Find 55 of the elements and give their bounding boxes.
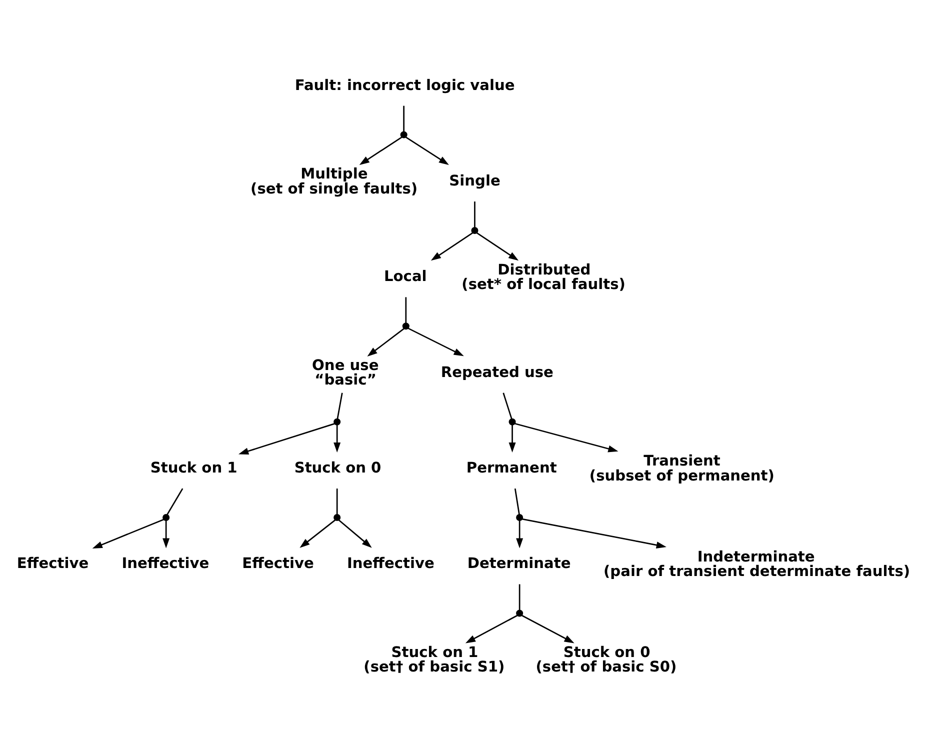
arrow (238, 422, 335, 454)
node-text: Local (384, 268, 427, 285)
node-circle (516, 514, 524, 521)
arrow (514, 422, 618, 452)
arrow (367, 328, 404, 356)
node-text: Permanent (466, 459, 557, 476)
arrow (359, 136, 402, 164)
node-text: Stuck on 1 (150, 459, 238, 476)
node-text: Effective (242, 554, 314, 572)
arrow (406, 136, 449, 164)
node-circle (471, 226, 478, 234)
arrow (300, 519, 336, 548)
connector (514, 488, 520, 514)
node-text: Transient (subset of permanent) (589, 452, 774, 484)
arrow (162, 520, 170, 548)
node-text: Multiple (set of single faults) (250, 165, 418, 197)
arrow (334, 424, 341, 452)
node-text: Effective (16, 554, 89, 572)
connector (518, 584, 520, 610)
connector (336, 488, 338, 514)
node-text: Fault: incorrect logic value (294, 76, 515, 94)
node-text: Repeated use (440, 363, 554, 380)
connector (336, 392, 343, 418)
arrow (521, 614, 574, 643)
node-circle (334, 418, 341, 425)
connector (474, 201, 476, 227)
connector (403, 105, 404, 132)
arrow (338, 519, 372, 548)
node-text: Ineffective (122, 554, 210, 572)
node-text: Single (449, 172, 500, 189)
arrow (508, 424, 516, 452)
node-text: Stuck on 0 (set† of basic S0) (536, 644, 677, 676)
arrow (430, 232, 474, 260)
node-text: Indeterminate (pair of transient determinate faults) (604, 548, 910, 580)
connector (405, 296, 407, 323)
arrow (408, 327, 464, 356)
arrow (476, 232, 519, 260)
arrow (92, 518, 164, 548)
node-circle (334, 514, 341, 521)
node-circle (516, 609, 524, 616)
node-circle (162, 514, 170, 521)
arrow (516, 520, 524, 548)
arrow (522, 518, 666, 548)
node-circle (400, 130, 408, 138)
node-text: Stuck on 1 (set† of basic S1) (364, 644, 505, 676)
node-text: Distributed (set* of local faults) (462, 260, 626, 292)
node-circle (508, 418, 516, 425)
connector (502, 392, 512, 419)
node-text: Ineffective (346, 554, 434, 572)
node-text: Stuck on 0 (294, 459, 382, 476)
node-text: One use “basic” (312, 356, 379, 388)
node-text: Determinate (467, 554, 571, 572)
connector (166, 488, 184, 514)
node-circle (402, 322, 410, 330)
arrow (465, 614, 518, 643)
